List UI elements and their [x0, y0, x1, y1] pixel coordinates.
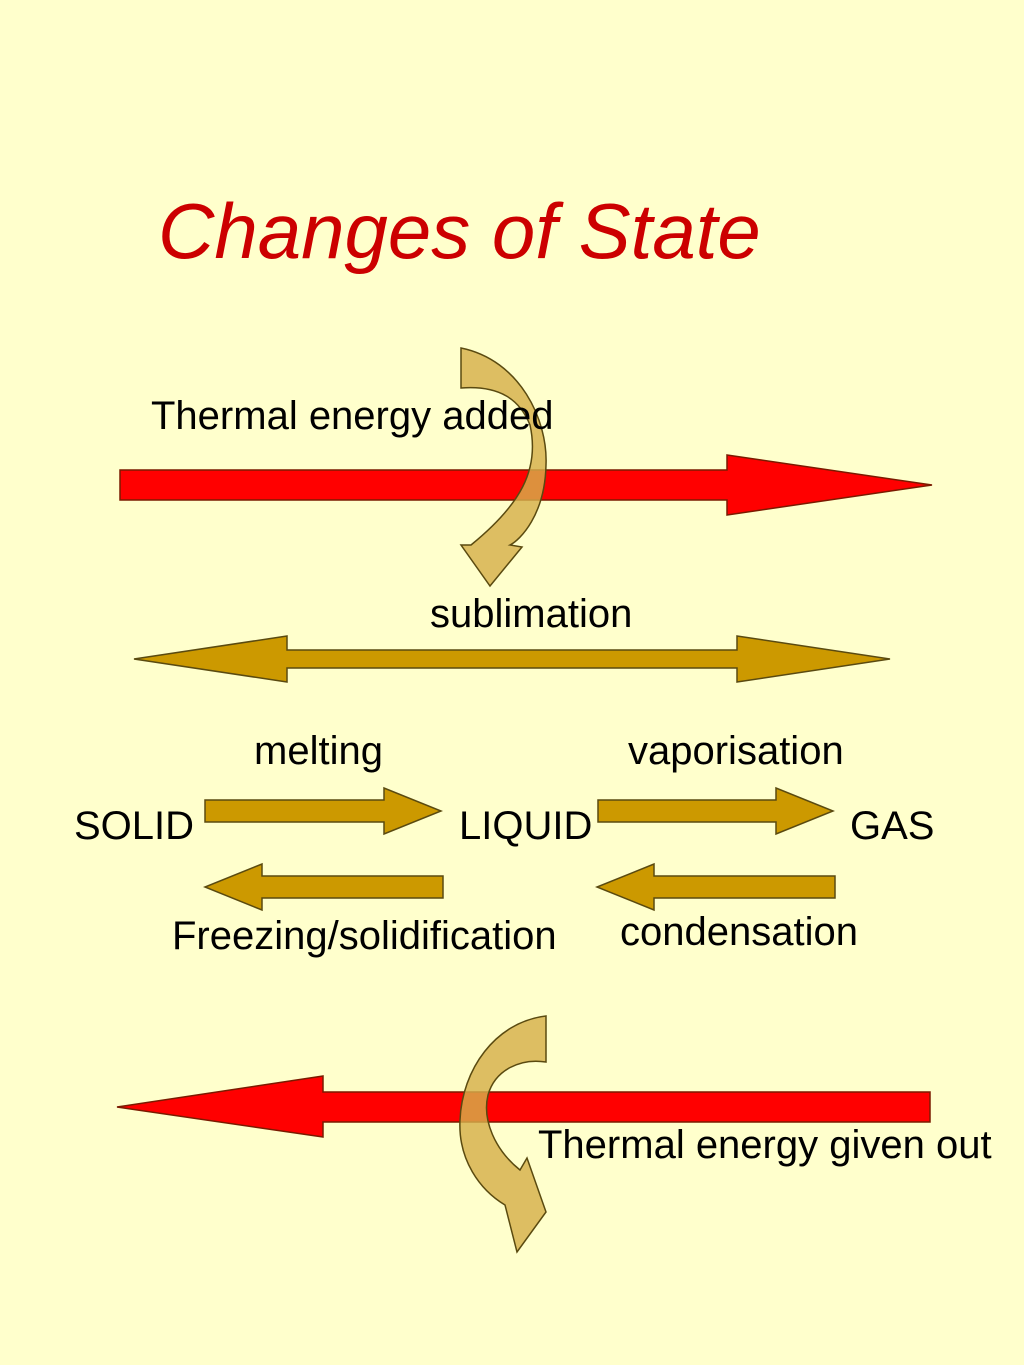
- energy-given-arrow: [116, 1075, 931, 1138]
- curved-arrow-top: [459, 347, 547, 588]
- label-liquid: LIQUID: [459, 804, 593, 848]
- label-freezing: Freezing/solidification: [172, 914, 557, 958]
- curved-arrow-bottom: [459, 1015, 547, 1254]
- label-sublimation: sublimation: [430, 592, 633, 636]
- melting-arrow: [204, 786, 444, 836]
- vaporisation-arrow: [597, 786, 836, 836]
- label-gas: GAS: [850, 804, 935, 848]
- label-melting: melting: [254, 729, 383, 773]
- label-condensation: condensation: [620, 910, 858, 954]
- label-thermal-energy-given-out: Thermal energy given out: [538, 1123, 992, 1167]
- label-vaporisation: vaporisation: [628, 729, 844, 773]
- freezing-arrow: [202, 862, 444, 912]
- slide-title: Changes of State: [158, 187, 761, 275]
- condensation-arrow: [594, 862, 836, 912]
- label-thermal-energy-added: Thermal energy added: [151, 394, 554, 438]
- sublimation-arrow: [133, 635, 891, 683]
- label-solid: SOLID: [74, 804, 195, 848]
